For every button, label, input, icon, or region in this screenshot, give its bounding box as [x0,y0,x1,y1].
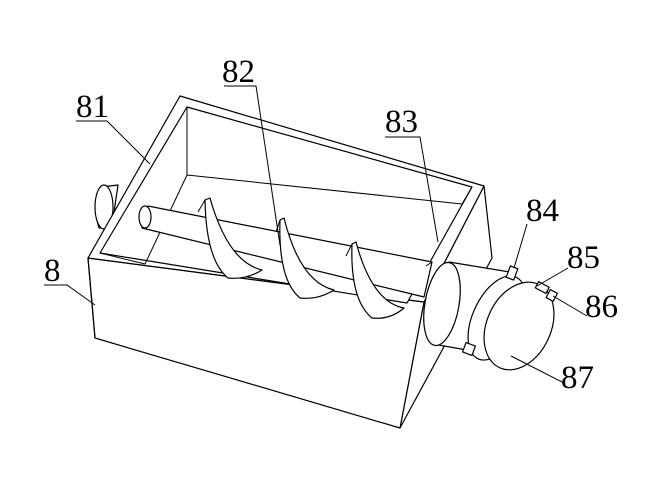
leader-lines [44,85,588,384]
label-83: 83 [385,104,418,140]
label-87: 87 [561,360,594,396]
reference-labels: 8 81 82 83 84 85 86 87 [44,54,618,396]
label-82: 82 [222,54,255,90]
label-8: 8 [44,253,61,289]
drum [423,261,511,353]
label-81: 81 [76,89,109,125]
label-85: 85 [567,240,600,276]
label-84: 84 [526,193,559,229]
screw-blades [197,197,405,319]
label-86: 86 [585,289,618,325]
cover-assembly [461,265,559,371]
